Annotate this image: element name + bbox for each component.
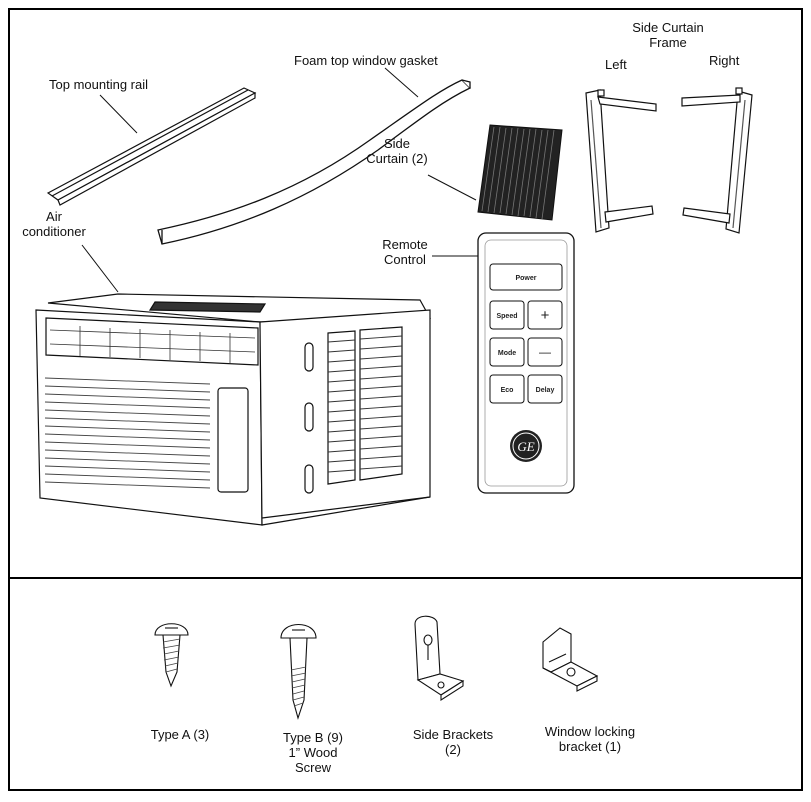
frame-left-label: Left [605,57,627,72]
frame-title-line1: Side Curtain [632,20,704,35]
window-lock-line2: bracket (1) [558,739,622,754]
ge-logo-icon [510,430,542,462]
remote-label-line2: Control [384,252,426,267]
type-a-screw-drawing [154,623,189,688]
type-b-line1: Type B (9) [283,730,343,745]
frame-title-line2: Frame [649,35,687,50]
side-curtain-frame-title: Side Curtain Frame [618,20,718,50]
minus-button[interactable] [527,337,563,367]
curtain-leader-line [427,174,477,201]
side-brackets-label: Side Brackets (2) [398,727,508,757]
power-button[interactable] [489,263,563,291]
side-curtain-label-line2: Curtain (2) [366,151,428,166]
type-b-screw-drawing [280,624,317,720]
foam-gasket-label: Foam top window gasket [294,53,438,68]
remote-control-label: Remote Control [372,237,438,267]
power-label: Power [515,275,536,282]
frame-right-label: Right [709,53,740,68]
window-lock-line1: Window locking [544,724,636,739]
window-locking-bracket-label: Window locking bracket (1) [530,724,650,754]
eco-label: Eco [501,387,514,394]
side-bracket-drawing [414,615,465,702]
side-brackets-line2: (2) [445,742,461,757]
side-curtain-frame-right [681,87,753,234]
type-a-label: Type A (3) [150,727,210,742]
plus-label: + [541,307,550,324]
foam-gasket-drawing [157,79,472,245]
remote-control-drawing: Power Speed + Mode — Eco Delay GE [477,232,575,494]
ac-label-line1: Air [46,209,62,224]
side-curtain-drawing [477,124,563,221]
ac-label-line2: conditioner [22,224,86,239]
type-b-label: Type B (9) 1” Wood Screw [263,730,363,775]
plus-button[interactable] [527,300,563,330]
type-b-line2: 1” Wood [288,745,338,760]
speed-button[interactable] [489,300,525,330]
section-divider [8,577,803,579]
top-mounting-rail-label: Top mounting rail [49,77,148,92]
delay-label: Delay [536,387,555,394]
ge-logo-text: GE [517,439,534,454]
side-brackets-line1: Side Brackets [412,727,494,742]
window-locking-bracket-drawing [542,627,599,692]
minus-label: — [539,345,551,359]
side-curtain-label-line1: Side [383,136,411,151]
air-conditioner-drawing [35,293,432,526]
mode-label: Mode [498,350,516,357]
air-conditioner-label: Air conditioner [14,209,94,239]
mode-button[interactable] [489,337,525,367]
remote-label-line1: Remote [382,237,428,252]
side-curtain-label: Side Curtain (2) [352,136,442,166]
speed-label: Speed [496,313,517,320]
eco-button[interactable] [489,374,525,404]
ac-leader-line [81,244,119,293]
side-curtain-frame-left [585,89,657,233]
gasket-leader-line [384,67,419,98]
diagram-frame [8,8,803,791]
delay-button[interactable] [527,374,563,404]
type-b-line3: Screw [294,760,332,775]
top-mounting-rail-drawing [46,87,257,206]
rail-leader-line [99,94,138,134]
